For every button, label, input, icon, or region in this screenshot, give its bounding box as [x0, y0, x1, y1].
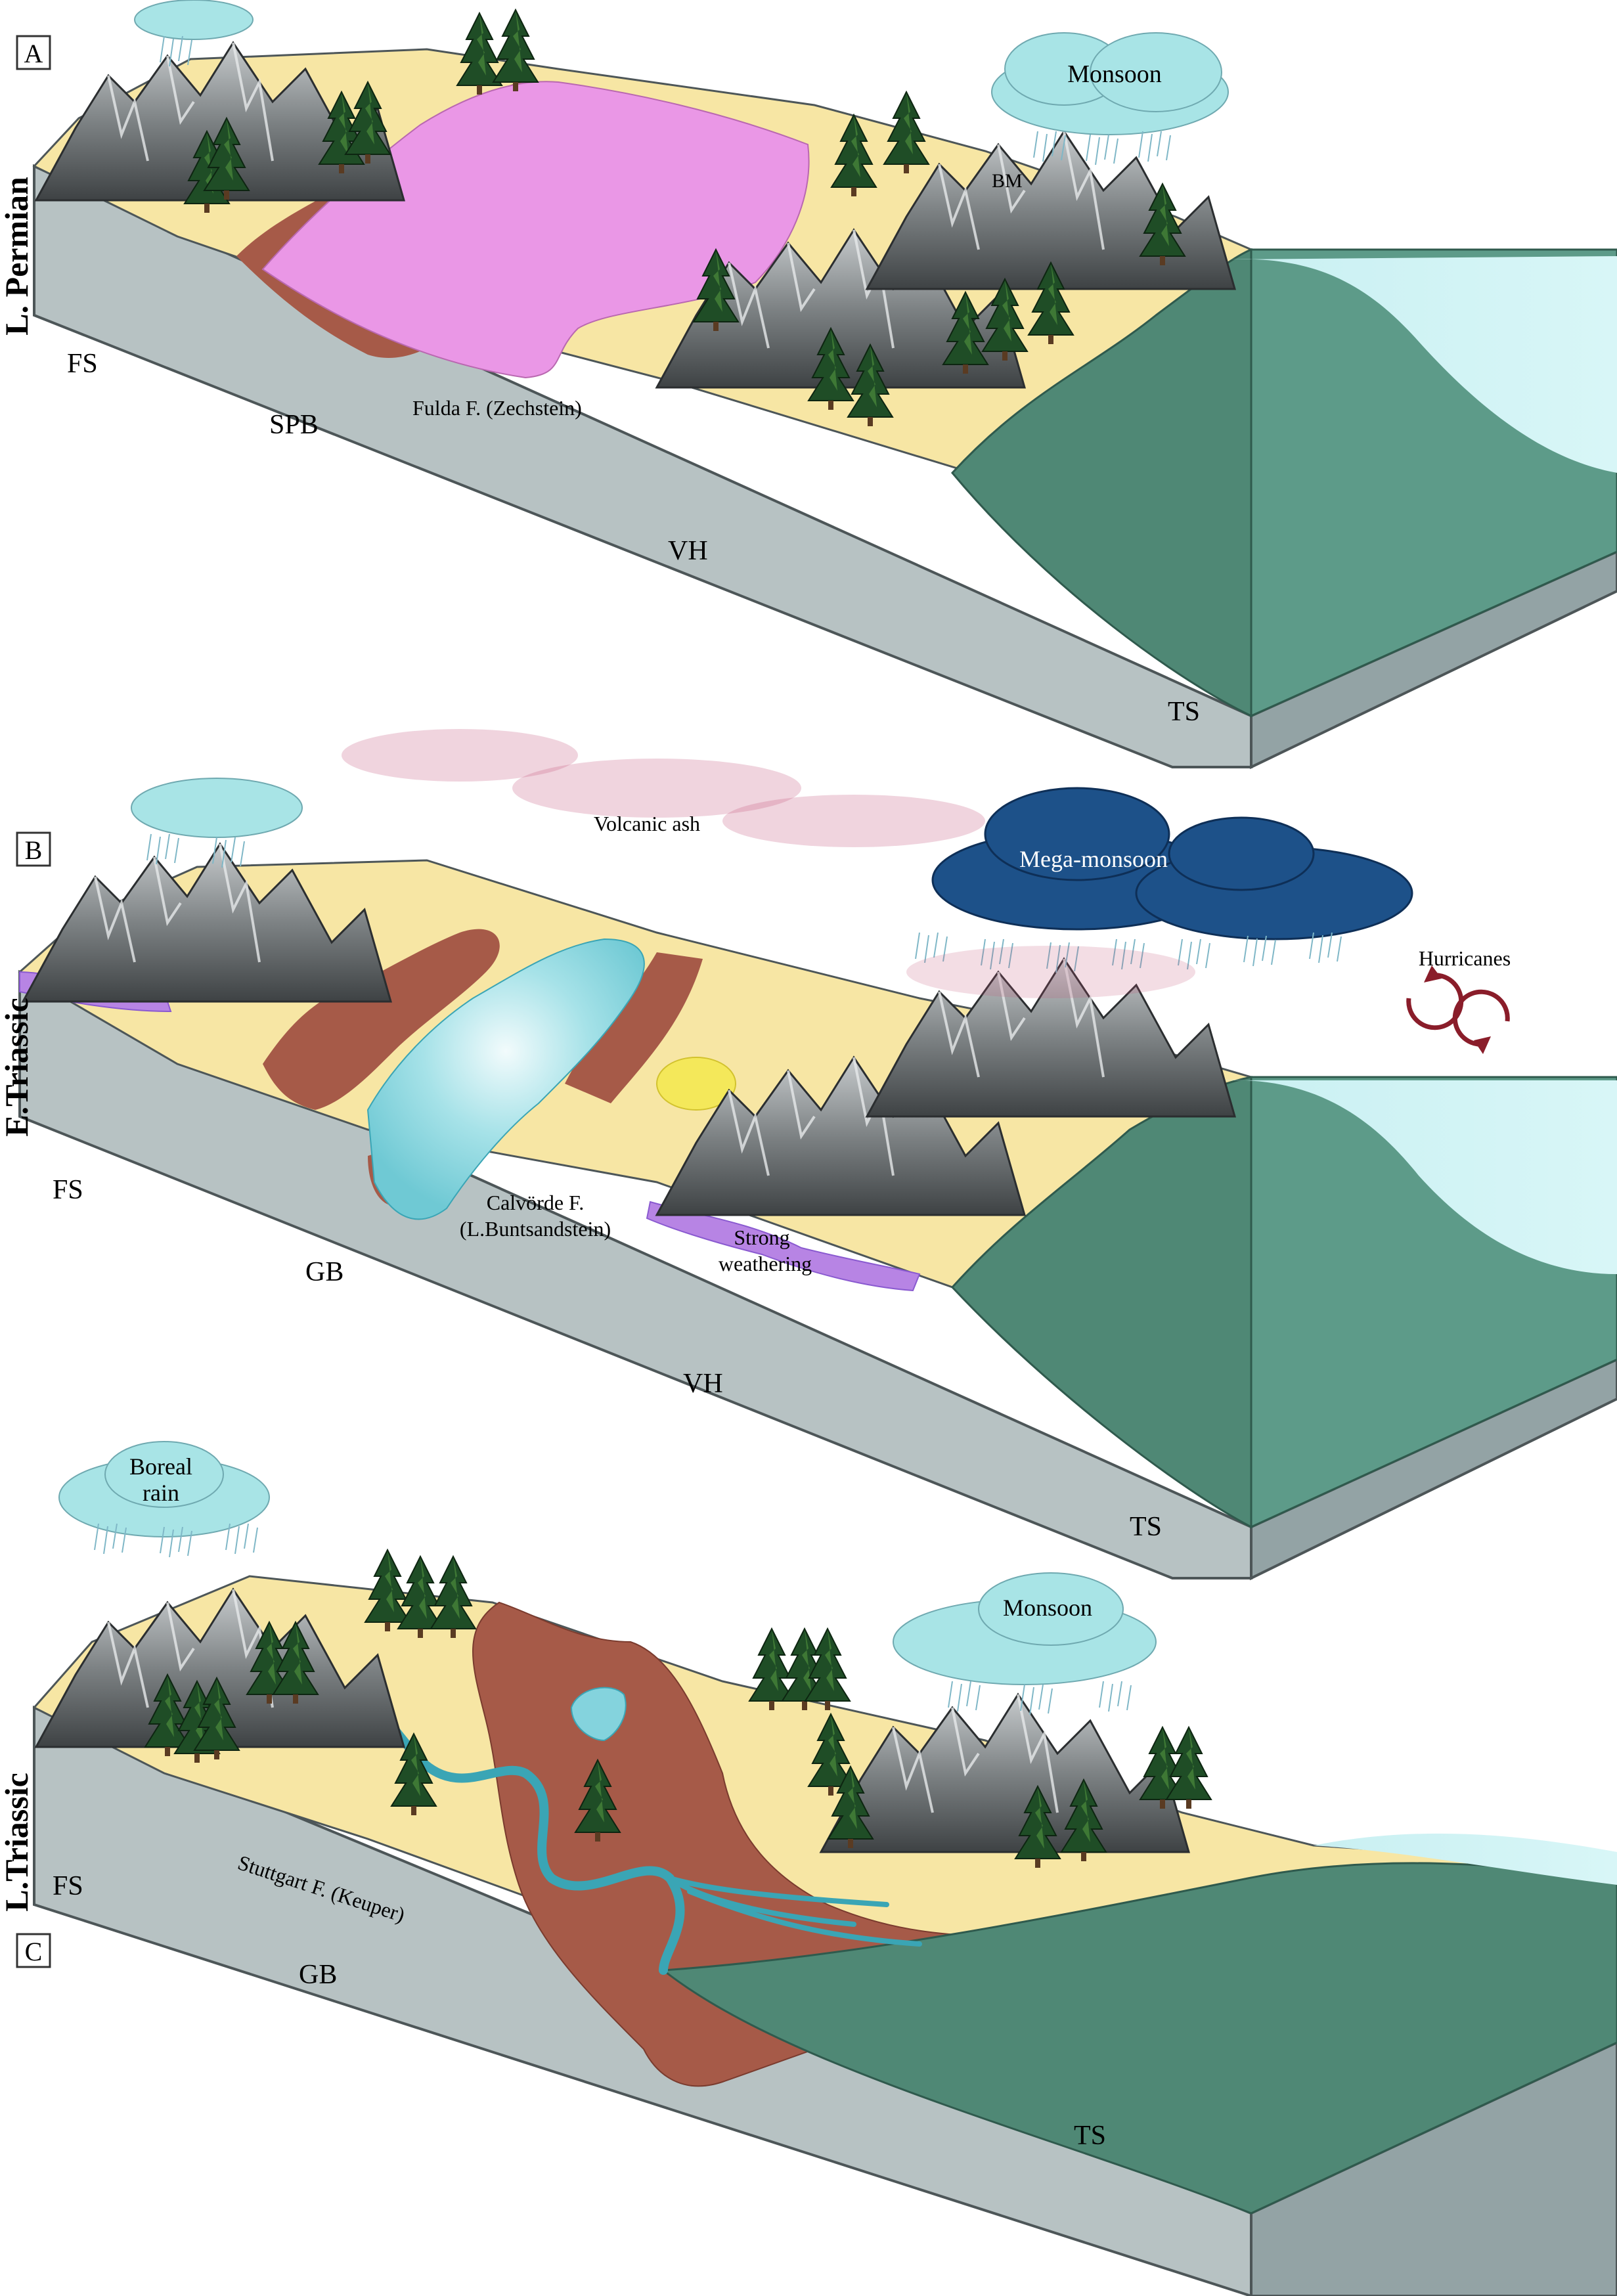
- monsoon-cloud-a: [991, 32, 1229, 166]
- small-lake-c: [570, 1687, 627, 1742]
- label-monsoon-a: Monsoon: [1067, 60, 1162, 88]
- label-boreal-rain-line1: Boreal: [129, 1453, 192, 1480]
- evaporite-basin-a: [261, 81, 810, 379]
- weathering-east-b: [646, 1201, 921, 1292]
- period-label-c: L.Triassic: [0, 1773, 35, 1912]
- hurricane-icon: [1406, 965, 1510, 1054]
- dune-field-b: [656, 1057, 736, 1111]
- red-bed-b-west: [263, 929, 500, 1110]
- period-label-b: E.Triassic: [0, 998, 35, 1137]
- panel-letter-c: C: [25, 1937, 43, 1966]
- label-vh-b: VH: [683, 1369, 723, 1399]
- sea-shelf-b: [950, 1076, 1252, 1529]
- panel-letter-box-a: [16, 35, 51, 70]
- label-calvorde-formation-line1: Calvörde F.: [487, 1191, 585, 1214]
- label-hurricanes: Hurricanes: [1419, 946, 1511, 970]
- boreal-rain-cloud: [58, 1441, 270, 1558]
- red-bed-b-center: [565, 952, 703, 1103]
- label-fulda-formation: Fulda F. (Zechstein): [412, 396, 582, 420]
- small-cloud-a: [134, 0, 254, 67]
- label-ts-a: TS: [1168, 697, 1200, 727]
- panel-letter-box-b: [16, 831, 51, 867]
- distributary-channels-c: [667, 1876, 922, 1947]
- label-ts-c: TS: [1074, 2121, 1106, 2151]
- panel-letter-box-c: [16, 1933, 51, 1968]
- lake-b: [366, 938, 645, 1220]
- sea-shelf-c: [661, 1862, 1617, 2215]
- label-strong-weathering-line2: weathering: [719, 1252, 812, 1275]
- small-cloud-b: [131, 778, 303, 868]
- panel-b: B E.Triassic FS GB VH TS Calvörde F. (L.…: [0, 729, 1617, 1581]
- open-sea-c: [1314, 1833, 1617, 1885]
- open-sea-b: [1222, 1080, 1617, 1274]
- label-boreal-rain-line2: rain: [143, 1480, 179, 1506]
- monsoon-cloud-c: [893, 1572, 1157, 1715]
- period-label-a: L. Permian: [0, 177, 35, 336]
- label-fs-a: FS: [67, 349, 98, 379]
- sea-shelf-a: [951, 248, 1252, 718]
- label-vh-a: VH: [668, 536, 708, 566]
- panel-c: C L.Triassic FS GB TS Stuttgart F. (Keup…: [0, 1441, 1617, 2296]
- label-bm: BM: [992, 170, 1023, 192]
- panel-letter-a: A: [24, 39, 43, 68]
- label-calvorde-formation-line2: (L.Buntsandstein): [460, 1217, 611, 1241]
- panel-a: A L. Permian FS SPB VH TS Fulda F. (Zech…: [0, 0, 1617, 770]
- label-strong-weathering-line1: Strong: [734, 1225, 789, 1249]
- label-gb-b: GB: [305, 1257, 343, 1287]
- label-spb-a: SPB: [269, 410, 319, 440]
- label-gb-c: GB: [299, 1960, 337, 1990]
- label-mega-monsoon: Mega-monsoon: [1019, 846, 1168, 872]
- panel-letter-b: B: [25, 835, 43, 865]
- label-fs-c: FS: [53, 1871, 83, 1901]
- mega-monsoon-cloud-b: [915, 787, 1413, 973]
- block-side-b: [18, 969, 1252, 1579]
- label-ts-b: TS: [1130, 1512, 1162, 1542]
- label-volcanic-ash: Volcanic ash: [594, 812, 700, 835]
- label-monsoon-c: Monsoon: [1003, 1595, 1092, 1621]
- open-sea-a: [1228, 256, 1617, 473]
- volcanic-ash-b: [342, 729, 1195, 998]
- label-fs-b: FS: [53, 1175, 83, 1205]
